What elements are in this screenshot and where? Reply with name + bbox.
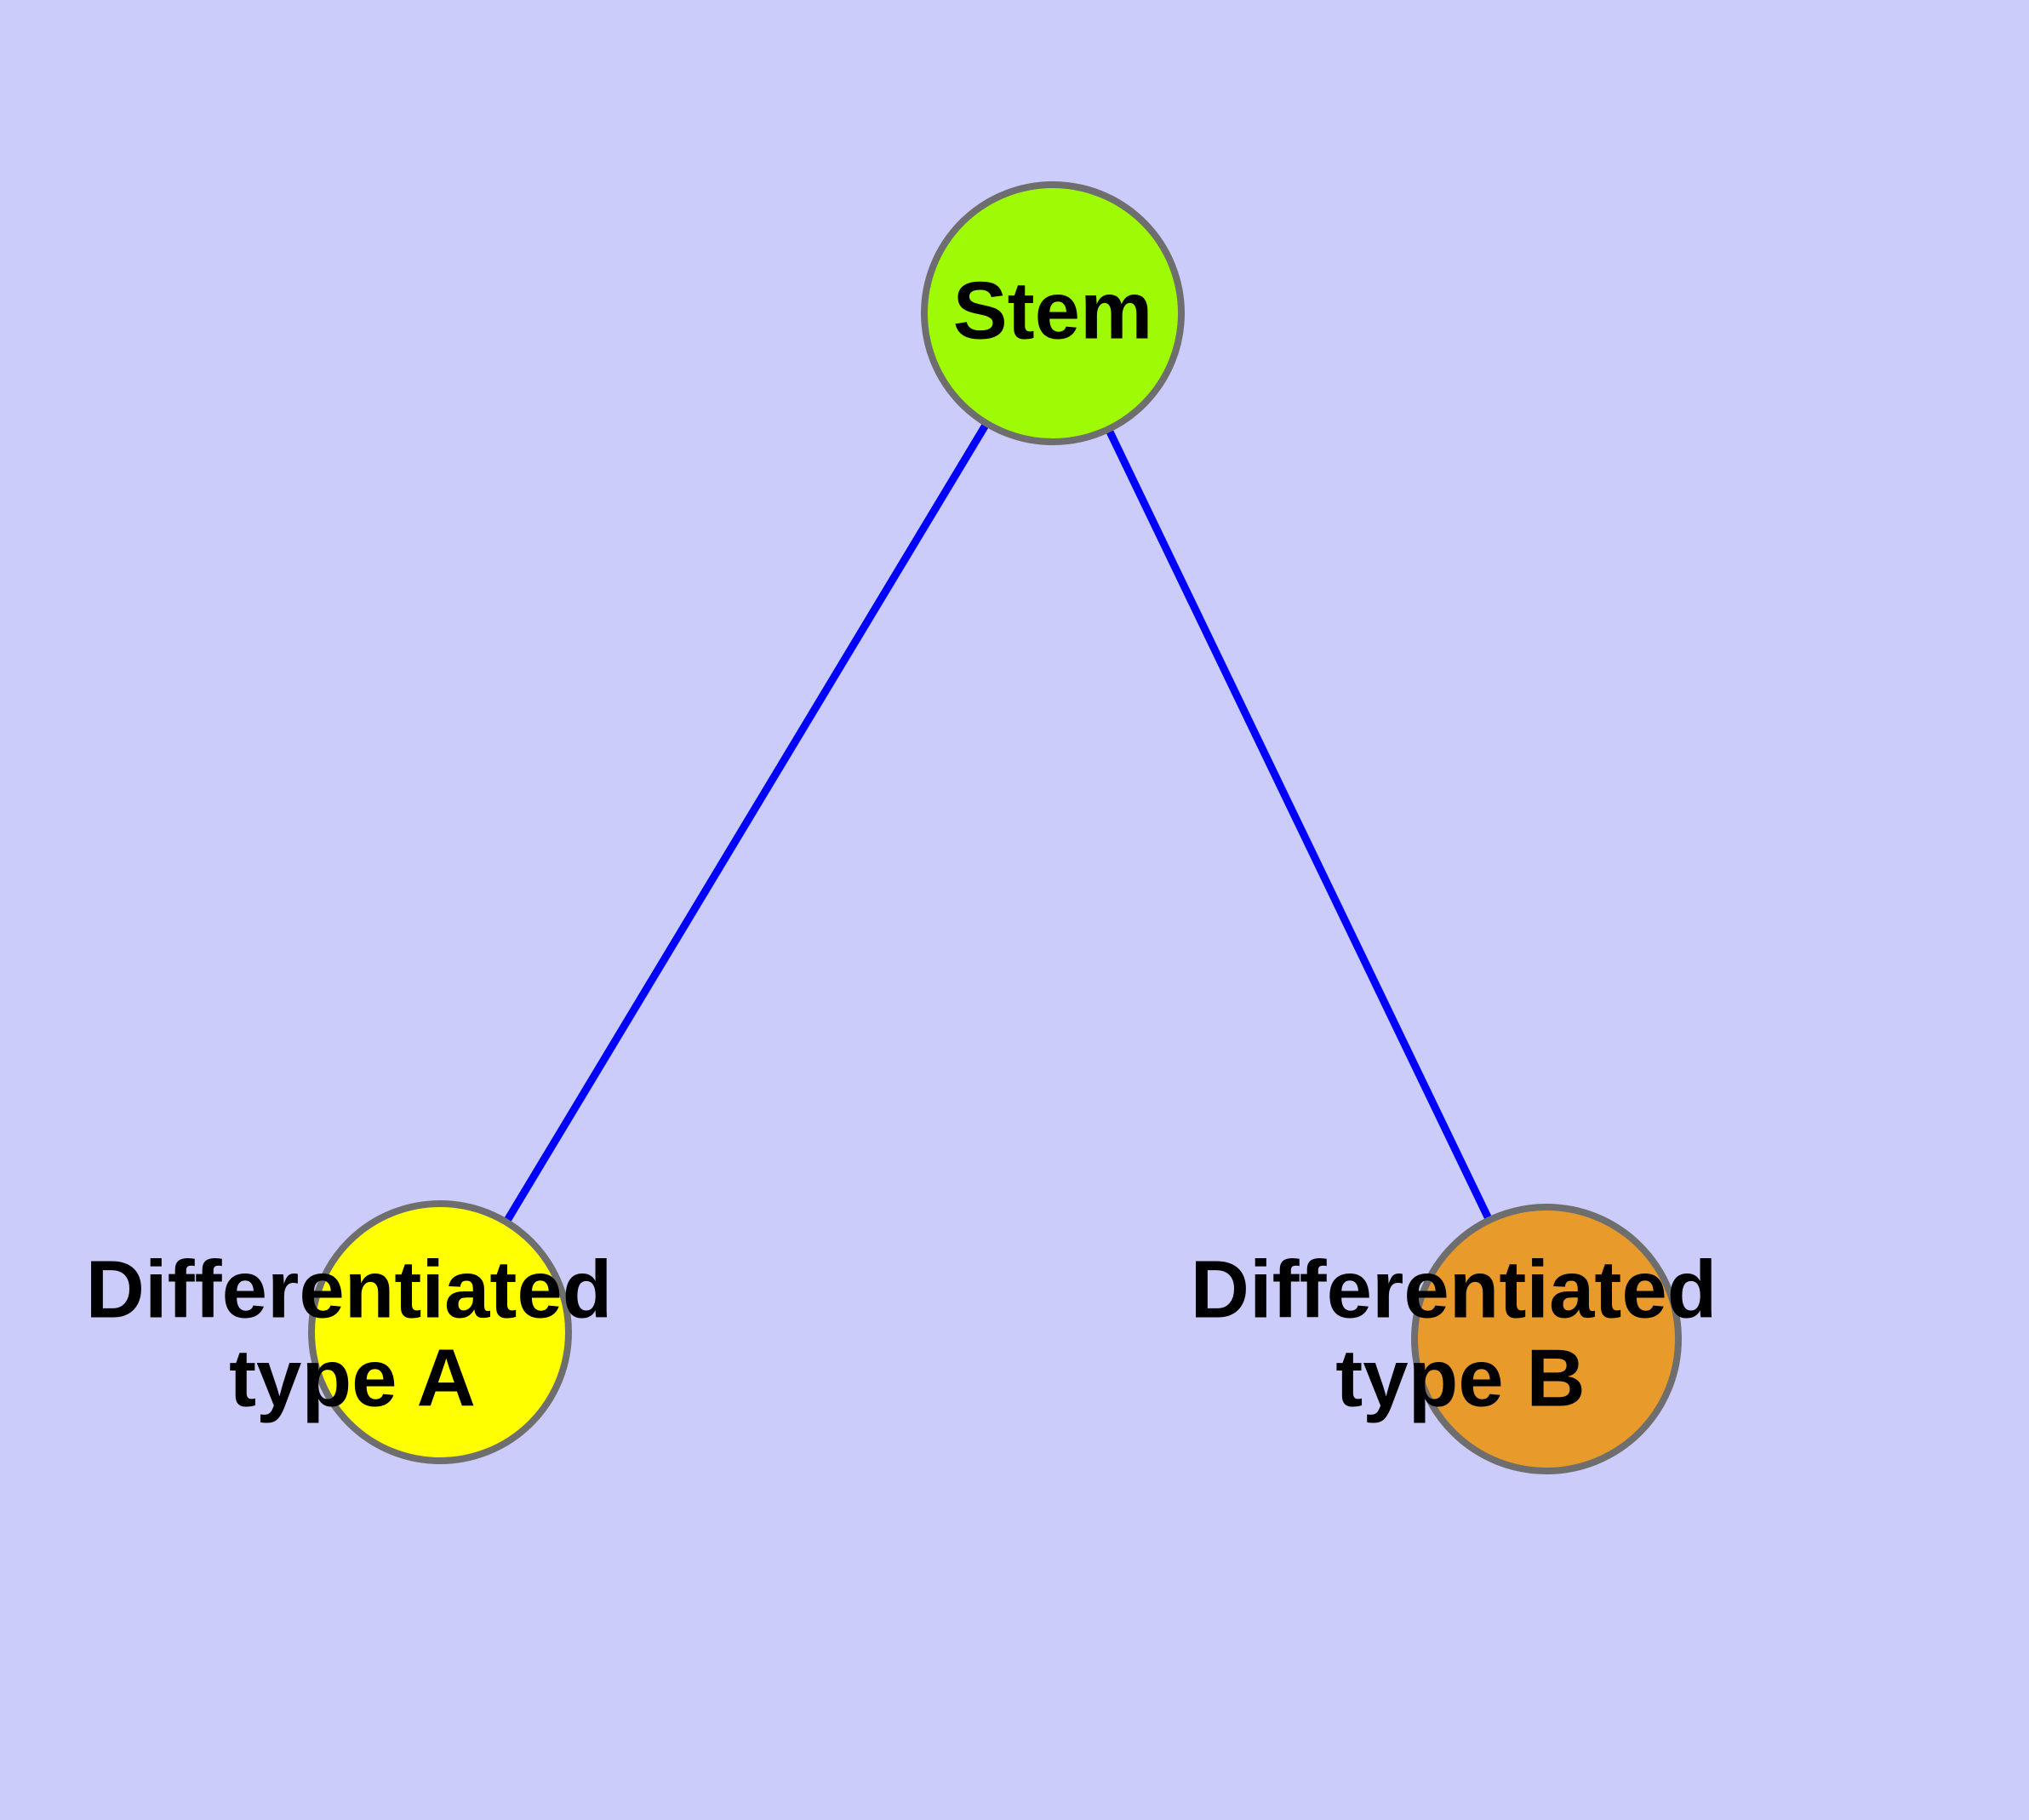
edge-layer — [437, 311, 1551, 1341]
node-differentiated-type-b-circle[interactable] — [1411, 1204, 1682, 1474]
label-layer: Stem Differentiated type A Differentiate… — [86, 265, 1718, 1423]
node-differentiated-type-b[interactable] — [1411, 1204, 1682, 1474]
edge-stem-to-differentiated-type-a — [437, 311, 1056, 1335]
node-differentiated-type-a[interactable] — [308, 1200, 572, 1464]
node-differentiated-type-a-label: Differentiated — [86, 1244, 613, 1335]
node-differentiated-type-b-label: Differentiated — [1191, 1244, 1718, 1335]
edge-stem-to-differentiated-type-b — [1049, 312, 1551, 1341]
node-stem-circle[interactable] — [921, 181, 1185, 445]
node-differentiated-type-b-label-line2: type B — [1335, 1332, 1585, 1423]
node-stem-label: Stem — [953, 265, 1153, 356]
node-stem[interactable] — [921, 181, 1185, 445]
node-differentiated-type-a-label-line2: type A — [229, 1332, 476, 1423]
node-differentiated-type-a-circle[interactable] — [308, 1200, 572, 1464]
node-layer — [308, 181, 1682, 1474]
